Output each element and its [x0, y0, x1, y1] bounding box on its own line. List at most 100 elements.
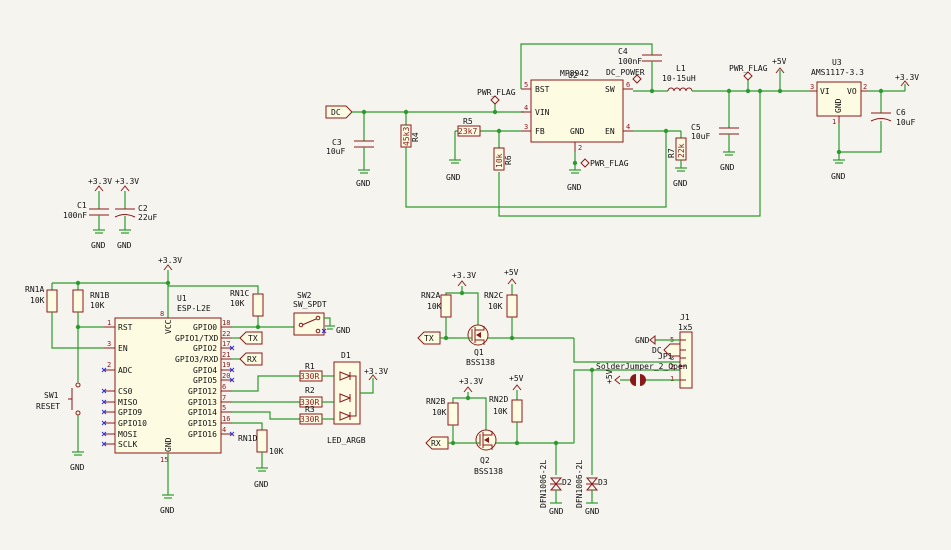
mcu-tx-label: TX	[248, 334, 258, 343]
rn1a-ref: RN1A	[25, 285, 44, 294]
j1-pin-2: 2	[670, 363, 674, 371]
u3-pin-vo: VO	[847, 87, 857, 96]
r3-ref: R3	[305, 405, 315, 414]
q1-v5: +5V	[504, 268, 519, 277]
mcu-rx-label: RX	[247, 355, 257, 364]
c4-ref: C4	[618, 47, 628, 56]
u1-pin-num-adc: 2	[107, 361, 111, 369]
c1-gnd: GND	[91, 241, 106, 250]
r5-ref: R5	[463, 117, 473, 126]
c6-ref: C6	[896, 108, 906, 117]
sw2-ref: SW2	[297, 291, 312, 300]
u3-gnd: GND	[831, 172, 846, 181]
sw1-ref: SW1	[44, 391, 59, 400]
j1-body	[679, 331, 693, 389]
r4-ref: R4	[411, 132, 420, 142]
u1-no-connect-right	[229, 345, 235, 437]
dc-port[interactable]	[325, 105, 353, 119]
rn2b-body	[447, 402, 459, 426]
u2-pin-vin: VIN	[535, 108, 550, 117]
u1-pin-gpio16: GPIO16	[188, 430, 217, 439]
level-shift-section: +3.3V +5V RN2A 10K RN2C 10K TX Q1 BSS138	[417, 268, 693, 516]
q2-value: BSS138	[474, 467, 503, 476]
j1-dc-port[interactable]	[663, 343, 681, 357]
j1-dc-label: DC	[652, 346, 662, 355]
u1-pin-en: EN	[118, 344, 128, 353]
c1-ref: C1	[77, 201, 87, 210]
u1-pin-num-5: 5	[222, 404, 226, 412]
r4-value: 45k3	[402, 127, 411, 146]
c2-gnd: GND	[117, 241, 132, 250]
c6-value: 10uF	[896, 118, 915, 127]
rn1d-value: 10K	[269, 447, 284, 456]
r7-value: 22k	[677, 143, 686, 158]
d1-led-b	[339, 411, 352, 421]
u2-pin-num-sw: 6	[626, 81, 630, 89]
jp1-v5: +5V	[605, 369, 614, 384]
u1-pin-mosi: MOSI	[118, 430, 137, 439]
u2-pin-num-bst: 5	[524, 81, 528, 89]
u3-value: AMS1117-3.3	[811, 68, 864, 77]
jp1-ref: JP1	[658, 352, 673, 361]
j1-pin-3: 3	[670, 354, 674, 362]
decoupling-section: +3.3V +3.3V C1 100nF C2 22uF GND GND	[63, 177, 157, 250]
u1-pin-sclk: SCLK	[118, 440, 137, 449]
d1-led-r	[339, 371, 352, 381]
c3-gnd: GND	[356, 179, 371, 188]
r3-value: 330R	[300, 415, 319, 424]
rn2c-ref: RN2C	[484, 291, 503, 300]
d3-ref: D3	[598, 478, 608, 487]
r2-ref: R2	[305, 386, 315, 395]
u1-pin-gpio9: GPIO9	[118, 408, 142, 417]
q2-v33: +3.3V	[459, 377, 483, 386]
r6-body	[493, 147, 505, 171]
j1-value: 1x5	[678, 323, 693, 332]
ls-tx-label: TX	[424, 334, 434, 343]
u1-pin-num-19: 19	[222, 361, 230, 369]
power-section: DC C3 10uF GND 45k3 R4 PWR_FLAG U2 MP894…	[325, 43, 919, 217]
u1-body	[114, 317, 222, 454]
q2-v5: +5V	[509, 374, 524, 383]
q1-ref: Q1	[474, 348, 484, 357]
u2-pin-num-vin: 4	[524, 104, 528, 112]
u3-pin-vi: VI	[820, 87, 830, 96]
r1-ref: R1	[305, 362, 315, 371]
u1-pin-num-6: 6	[222, 383, 226, 391]
r5-body	[457, 125, 481, 137]
d1-led-g	[339, 393, 352, 403]
j1-pin-1: 1	[670, 375, 674, 383]
u3-pin-gnd: GND	[834, 98, 843, 113]
rn1a-body	[46, 289, 58, 313]
u1-pin-rst: RST	[118, 323, 133, 332]
u2-pin-fb: FB	[535, 127, 545, 136]
mcu-section: +3.3V RN1A 10K RN1B 10K SW1 RESET GND U	[25, 256, 388, 515]
u2-pin-num-gnd: 2	[578, 144, 582, 152]
u2-pin-en: EN	[605, 127, 615, 136]
c2-v33: +3.3V	[115, 177, 139, 186]
u1-pin-gpio4: GPIO4	[193, 366, 217, 375]
u1-pin-gpio15: GPIO15	[188, 419, 217, 428]
rn1d-body	[256, 429, 268, 453]
c2-ref: C2	[138, 204, 148, 213]
rn1d-ref: RN1D	[238, 434, 257, 443]
u1-pin-gpio2: GPIO2	[193, 344, 217, 353]
u1-pin-num-21: 21	[222, 351, 230, 359]
q2-ref: Q2	[480, 456, 490, 465]
c1-value: 100nF	[63, 211, 87, 220]
u1-gnd: GND	[164, 437, 173, 452]
rn2a-body	[440, 294, 452, 318]
rn2c-value: 10K	[488, 302, 503, 311]
u1-vcc-num: 8	[160, 310, 164, 318]
u2-pin-num-fb: 3	[524, 123, 528, 131]
u1-pin-num-en: 3	[107, 340, 111, 348]
d1-ref: D1	[341, 351, 351, 360]
mcu-rx-port[interactable]	[239, 352, 263, 366]
c4-value: 100nF	[618, 57, 642, 66]
power-v5: +5V	[772, 57, 787, 66]
pwr-flag-2: PWR_FLAG	[729, 64, 768, 73]
l1-coil	[667, 87, 693, 92]
pwr-flag-1-symbol	[490, 95, 500, 105]
mcu-tx-port[interactable]	[239, 331, 263, 345]
rn2d-ref: RN2D	[489, 395, 508, 404]
